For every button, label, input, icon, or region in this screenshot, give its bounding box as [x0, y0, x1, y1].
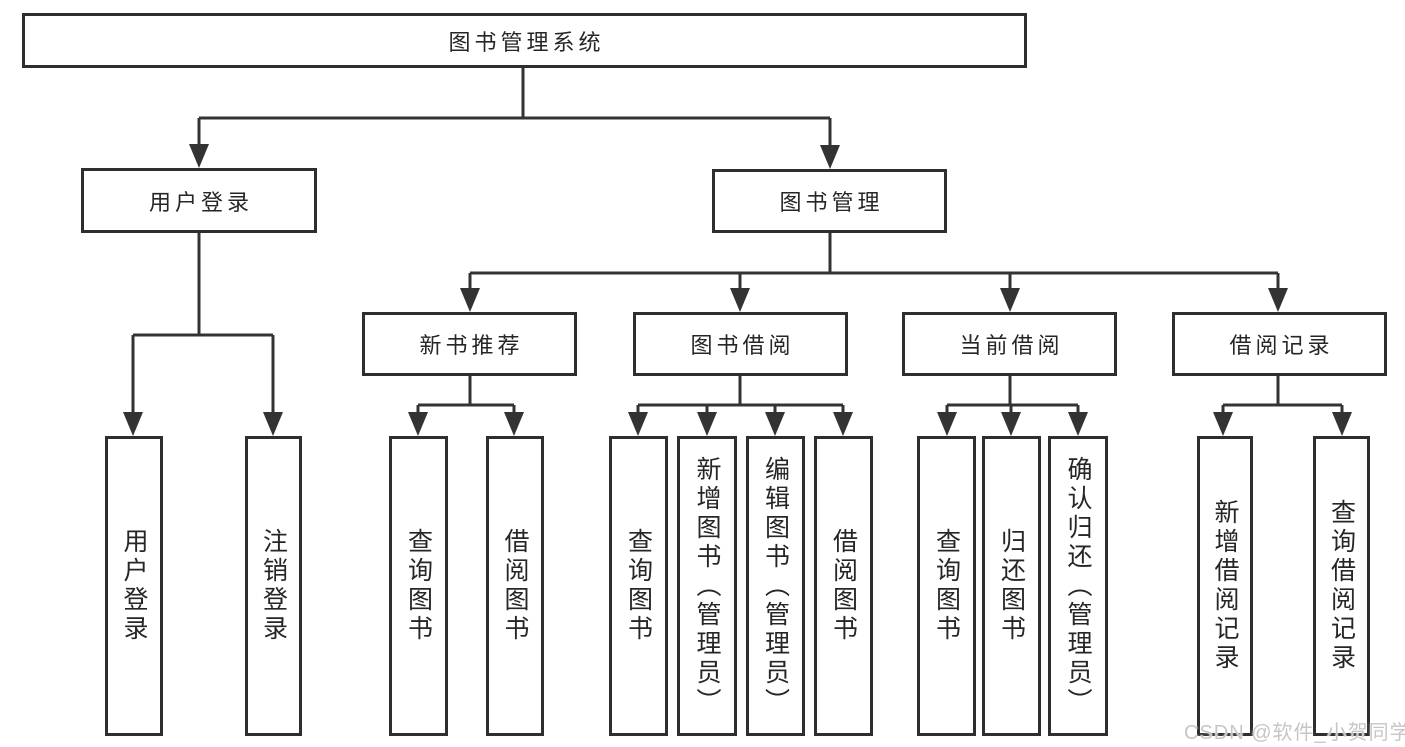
- node-new-book-recommendation: 新书推荐: [362, 312, 577, 376]
- node-book-management: 图书管理: [712, 169, 947, 233]
- leaf-confirm-return-admin: 确认归还（管理员）: [1048, 436, 1108, 736]
- leaf-user-login: 用户登录: [105, 436, 163, 736]
- connector-new-book-recommendation-to-leaves: [416, 376, 516, 414]
- leaf-add-book-admin: 新增图书（管理员）: [677, 436, 737, 736]
- leaf-edit-book-admin: 编辑图书（管理员）: [746, 436, 805, 736]
- connector-user-login-to-leaves: [131, 233, 275, 414]
- leaf-return-books: 归还图书: [982, 436, 1041, 736]
- leaf-query-borrow-record: 查询借阅记录: [1313, 436, 1370, 736]
- connector-current-borrowing-to-leaves: [945, 376, 1080, 414]
- node-user-login: 用户登录: [81, 168, 317, 233]
- leaf-query-books-recommend: 查询图书: [389, 436, 448, 736]
- leaf-borrow-books-borrowing: 借阅图书: [814, 436, 873, 736]
- leaf-borrow-books-recommend: 借阅图书: [486, 436, 544, 736]
- connector-book-management-to-level2: [468, 233, 1280, 291]
- connector-book-borrowing-to-leaves: [636, 376, 845, 414]
- leaf-add-borrow-record: 新增借阅记录: [1197, 436, 1253, 736]
- leaf-query-books-current: 查询图书: [917, 436, 976, 736]
- leaf-query-books-borrowing: 查询图书: [609, 436, 668, 736]
- node-current-borrowing: 当前借阅: [902, 312, 1117, 376]
- node-book-borrowing: 图书借阅: [633, 312, 848, 376]
- connector-root-to-level1: [197, 68, 832, 147]
- node-root: 图书管理系统: [22, 13, 1027, 68]
- node-borrowing-records: 借阅记录: [1172, 312, 1387, 376]
- connector-borrowing-records-to-leaves: [1221, 376, 1344, 414]
- csdn-watermark: CSDN @软件_小贺同学: [1184, 722, 1405, 744]
- leaf-logout: 注销登录: [245, 436, 302, 736]
